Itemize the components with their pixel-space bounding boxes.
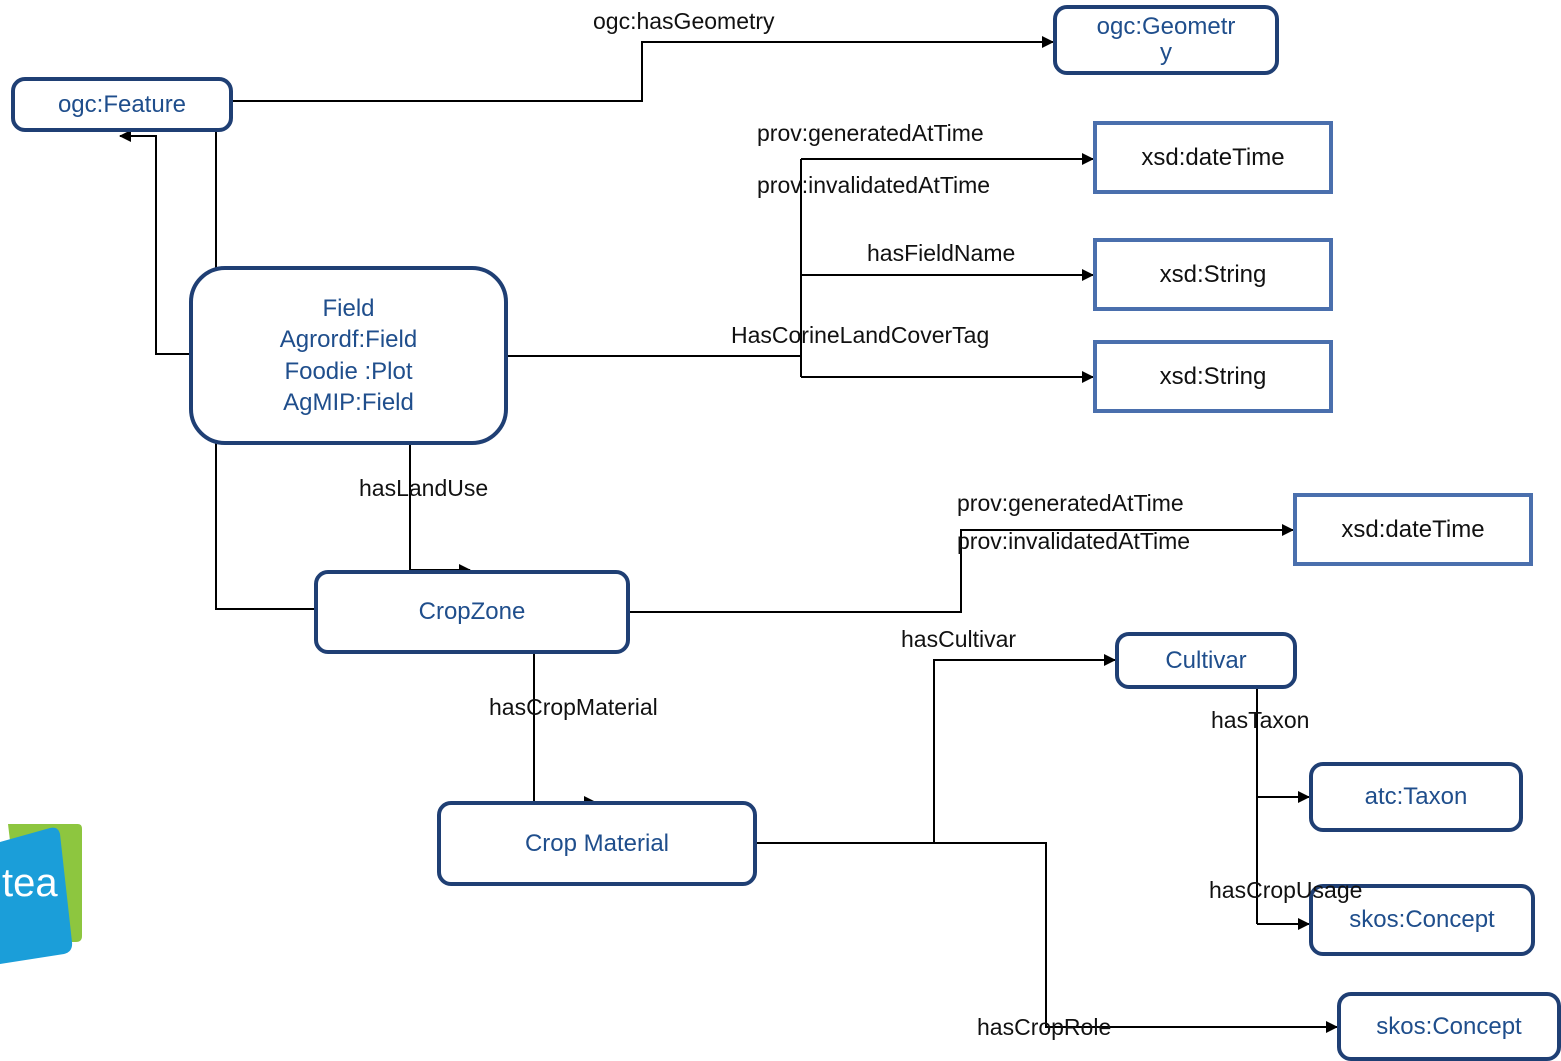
logo-text: tea [2,861,58,905]
node-atc-taxon[interactable]: atc:Taxon [1309,762,1523,832]
label-has-crop-usage: hasCropUsage [1209,877,1363,903]
node-skos-concept-2[interactable]: skos:Concept [1337,992,1561,1061]
node-xsd-string-2[interactable]: xsd:String [1093,340,1333,413]
edge-generated-at-time-2 [628,524,1294,613]
label-invalidated-at-time-1: prov:invalidatedAtTime [757,172,991,198]
node-skos-concept-1[interactable]: skos:Concept [1309,884,1535,956]
node-ogc-feature[interactable]: ogc:Feature [11,77,233,132]
node-label: atc:Taxon [1364,783,1468,811]
edge-has-land-use [409,443,471,576]
node-xsd-string-1[interactable]: xsd:String [1093,238,1333,311]
node-field[interactable]: Field Agrordf:Field Foodie :Plot AgMIP:F… [189,266,508,445]
node-cropzone[interactable]: CropZone [314,570,630,654]
node-label: xsd:dateTime [1141,143,1285,171]
node-xsd-datetime-2[interactable]: xsd:dateTime [1293,493,1533,566]
node-label-field: Field [322,295,375,323]
label-has-corine: HasCorineLandCoverTag [731,322,990,348]
label-invalidated-at-time-2: prov:invalidatedAtTime [957,528,1191,554]
node-label: xsd:dateTime [1341,515,1485,543]
edge-has-crop-material [533,652,596,808]
tea-logo: tea [0,824,82,964]
label-has-crop-material: hasCropMaterial [489,694,658,720]
node-label: xsd:String [1159,260,1267,288]
node-label: skos:Concept [1349,906,1495,934]
node-label: ogc:Feature [57,90,187,118]
node-label: ogc:Geometr y [1096,12,1236,66]
node-label: Cultivar [1165,646,1247,674]
edge-has-geometry [233,36,1054,102]
node-label: xsd:String [1159,362,1267,390]
label-has-taxon: hasTaxon [1211,707,1310,733]
node-label: skos:Concept [1376,1012,1522,1040]
label-has-geometry: ogc:hasGeometry [593,8,775,34]
label-has-field-name: hasFieldName [867,240,1016,266]
label-generated-at-time-1: prov:generatedAtTime [757,120,984,146]
edge-field-to-feature [119,130,191,355]
node-ogc-geometry[interactable]: ogc:Geometr y [1053,5,1279,75]
label-has-land-use: hasLandUse [359,475,489,501]
label-has-crop-role: hasCropRole [977,1014,1112,1040]
node-label-agrordf: Agrordf:Field [279,326,418,354]
node-label-foodie: Foodie :Plot [284,357,413,385]
node-crop-material[interactable]: Crop Material [437,801,757,886]
label-has-cultivar: hasCultivar [901,626,1017,652]
node-label: Crop Material [524,829,670,857]
node-label-agmip: AgMIP:Field [283,388,414,416]
node-label: CropZone [418,598,526,626]
node-cultivar[interactable]: Cultivar [1115,632,1297,689]
label-generated-at-time-2: prov:generatedAtTime [957,490,1184,516]
node-xsd-datetime-1[interactable]: xsd:dateTime [1093,121,1333,194]
edge-has-cultivar [756,654,1116,844]
edge-has-crop-role [934,842,1338,1033]
